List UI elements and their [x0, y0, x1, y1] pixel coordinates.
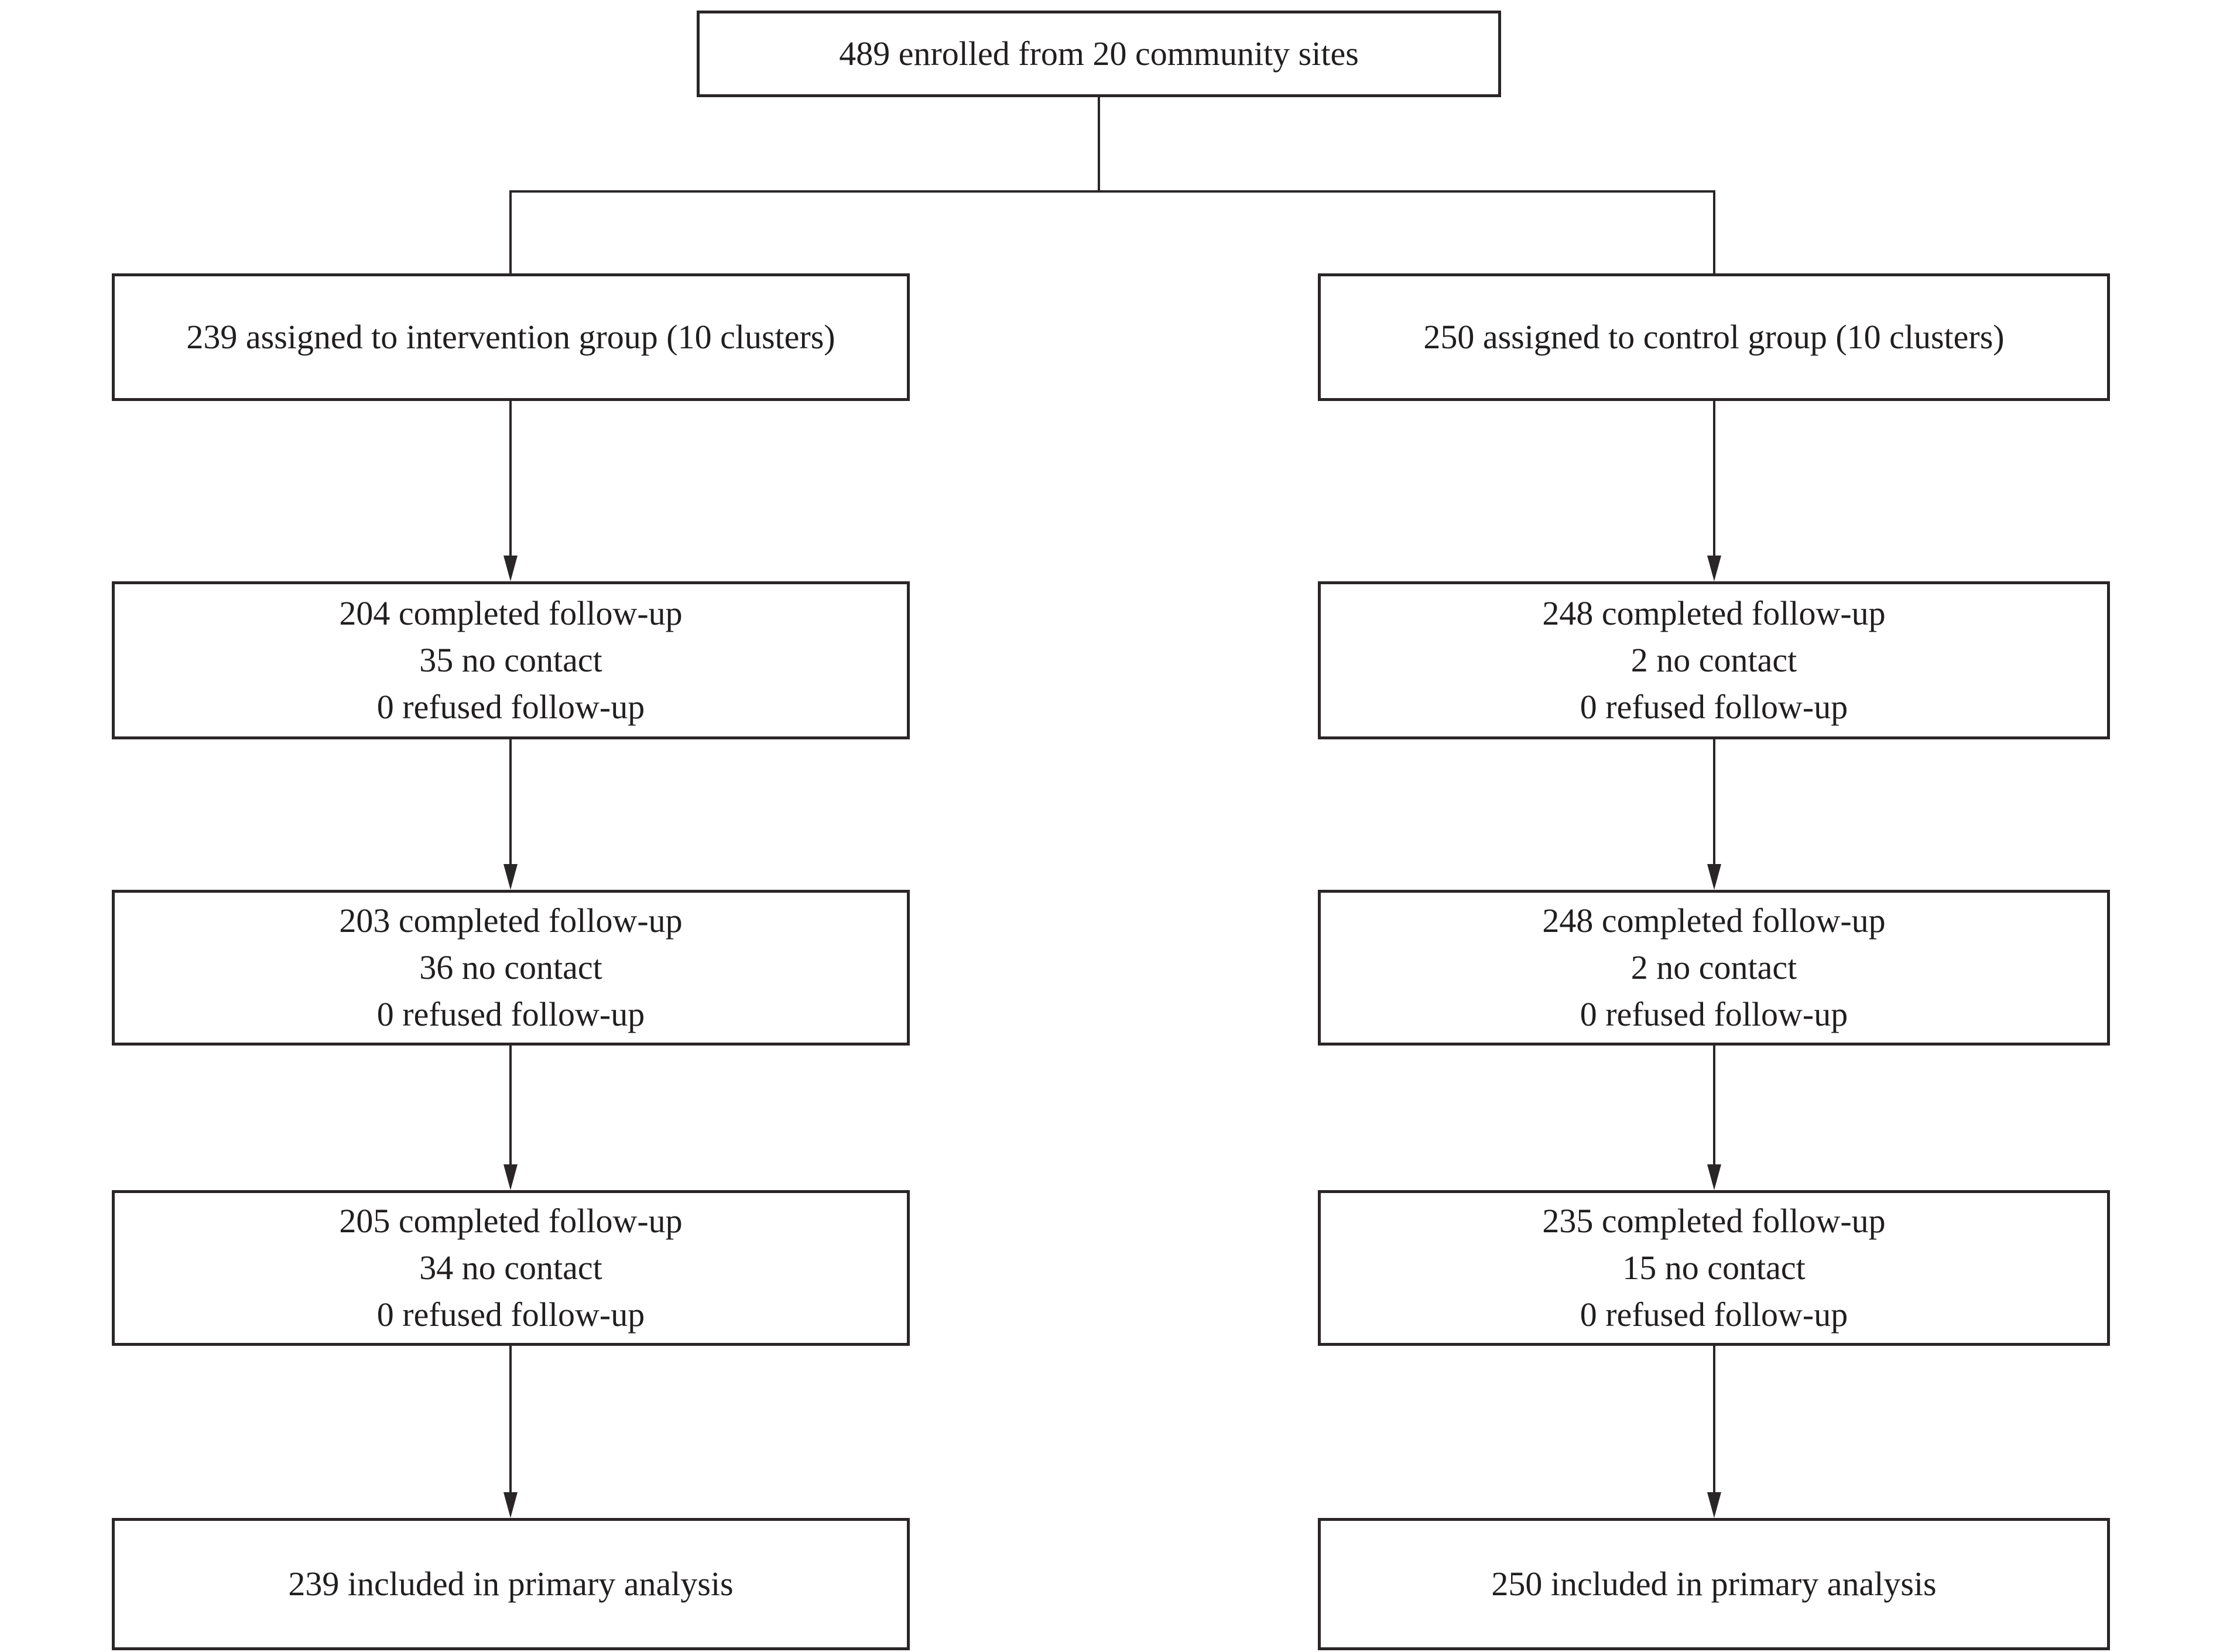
intervention-fu2-completed: 203 completed follow-up	[339, 902, 683, 940]
arrowhead-control-fu3	[1707, 1164, 1721, 1190]
intervention-fu1-completed: 204 completed follow-up	[339, 594, 683, 632]
box-control-analysis: 250 included in primary analysis	[1318, 1518, 2110, 1650]
control-fu1-completed: 248 completed follow-up	[1542, 594, 1886, 632]
intervention-fu2-refused: 0 refused follow-up	[376, 995, 645, 1033]
control-fu3-completed: 235 completed follow-up	[1542, 1202, 1886, 1240]
control-assigned-text: 250 assigned to control group (10 cluste…	[1423, 318, 2005, 356]
arrowhead-intervention-analysis	[503, 1492, 518, 1518]
intervention-fu3-completed: 205 completed follow-up	[339, 1202, 683, 1240]
control-fu1-no-contact: 2 no contact	[1630, 641, 1797, 679]
intervention-fu2-no-contact: 36 no contact	[419, 948, 602, 986]
arrowhead-control-analysis	[1707, 1492, 1721, 1518]
box-intervention-followup-2: 203 completed follow-up 36 no contact 0 …	[112, 890, 910, 1046]
box-intervention-followup-1: 204 completed follow-up 35 no contact 0 …	[112, 581, 910, 739]
enrolled-text: 489 enrolled from 20 community sites	[839, 35, 1359, 73]
control-fu1-refused: 0 refused follow-up	[1580, 688, 1848, 726]
intervention-assigned-text: 239 assigned to intervention group (10 c…	[186, 318, 835, 356]
control-fu3-refused: 0 refused follow-up	[1580, 1295, 1848, 1334]
box-control-followup-3: 235 completed follow-up 15 no contact 0 …	[1318, 1190, 2110, 1346]
control-fu2-refused: 0 refused follow-up	[1580, 995, 1848, 1033]
intervention-fu1-refused: 0 refused follow-up	[376, 688, 645, 726]
arrowhead-intervention-fu3	[503, 1164, 518, 1190]
control-fu3-no-contact: 15 no contact	[1622, 1249, 1806, 1287]
control-fu2-no-contact: 2 no contact	[1630, 948, 1797, 986]
intervention-fu1-no-contact: 35 no contact	[419, 641, 602, 679]
control-analysis-text: 250 included in primary analysis	[1491, 1565, 1937, 1603]
box-control-followup-2: 248 completed follow-up 2 no contact 0 r…	[1318, 890, 2110, 1046]
box-intervention-analysis: 239 included in primary analysis	[112, 1518, 910, 1650]
arrowhead-intervention-fu1	[503, 556, 518, 581]
arrowhead-intervention-fu2	[503, 864, 518, 890]
intervention-fu3-refused: 0 refused follow-up	[376, 1295, 645, 1334]
box-enrolled: 489 enrolled from 20 community sites	[697, 11, 1501, 97]
box-intervention-followup-3: 205 completed follow-up 34 no contact 0 …	[112, 1190, 910, 1346]
control-fu2-completed: 248 completed follow-up	[1542, 902, 1886, 940]
box-control-assigned: 250 assigned to control group (10 cluste…	[1318, 273, 2110, 401]
box-control-followup-1: 248 completed follow-up 2 no contact 0 r…	[1318, 581, 2110, 739]
arrowhead-control-fu1	[1707, 556, 1721, 581]
intervention-fu3-no-contact: 34 no contact	[419, 1249, 602, 1287]
box-intervention-assigned: 239 assigned to intervention group (10 c…	[112, 273, 910, 401]
intervention-analysis-text: 239 included in primary analysis	[288, 1565, 734, 1603]
arrowhead-control-fu2	[1707, 864, 1721, 890]
